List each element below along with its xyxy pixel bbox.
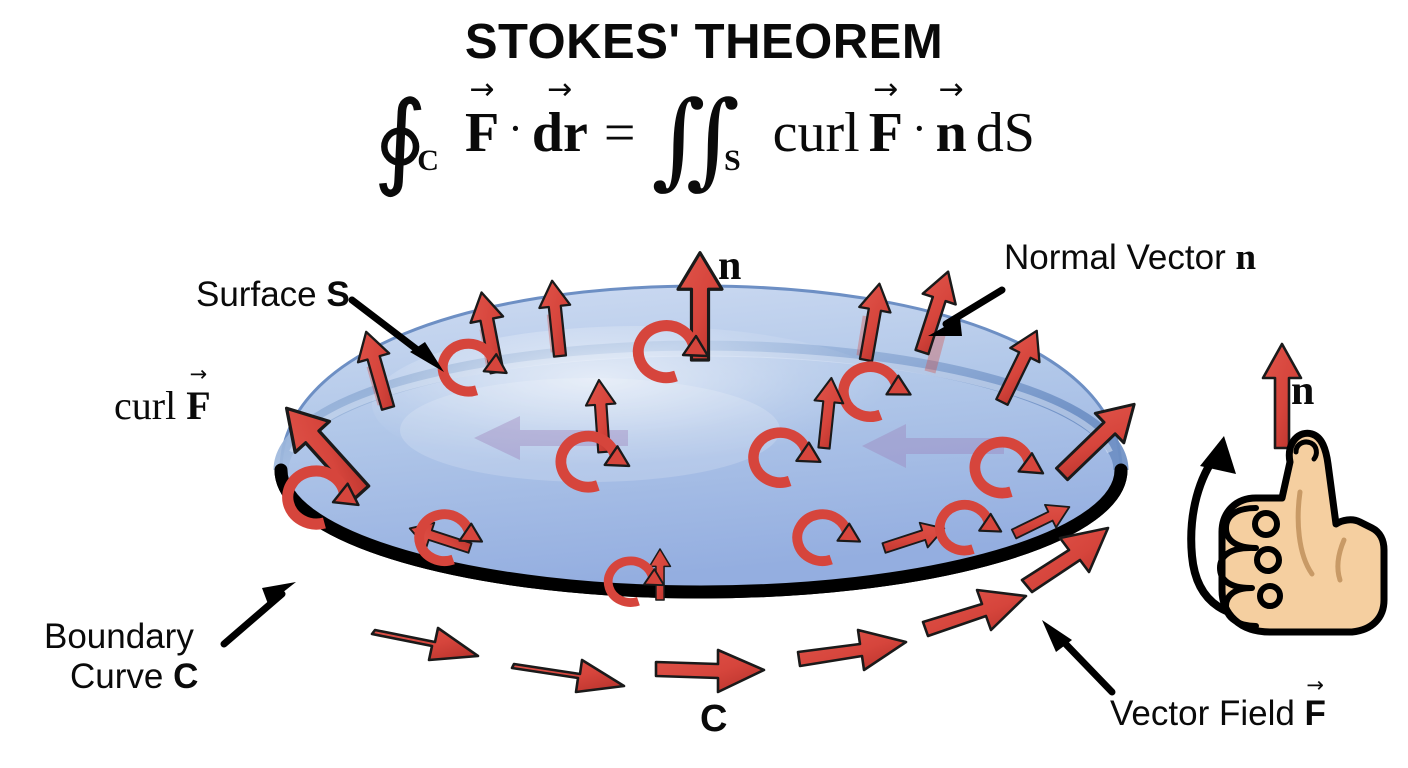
label-normal-vector: Normal Vector n <box>1004 237 1257 278</box>
hand-thumbnail <box>1293 439 1319 462</box>
boundary-pointer-head-icon <box>262 582 296 604</box>
hand-palm-crease <box>1335 537 1347 583</box>
contour-integral-symbol: ∮ <box>373 78 428 200</box>
hand-finger <box>1216 545 1253 591</box>
label-surface-s: Surface S <box>196 275 350 314</box>
boundary-curve-symbol: C <box>173 656 199 696</box>
hand-knuckle <box>1257 583 1283 609</box>
equals-sign: = <box>603 102 636 165</box>
normal-pointer-shaft <box>942 286 1006 328</box>
field-arrow <box>370 626 480 662</box>
normal-vector-symbol: n <box>1235 237 1257 278</box>
field-arrow <box>1020 526 1110 594</box>
label-curl-f: curl →F <box>114 362 211 429</box>
label-normal-hand: n <box>1291 368 1315 414</box>
field-arrow <box>654 648 766 694</box>
hand-knuckle <box>1252 510 1280 538</box>
field-arrow <box>510 658 626 694</box>
boundary-pointer-shaft <box>220 590 286 648</box>
field-arrow <box>796 628 908 672</box>
double-integral-symbol: ∬ <box>651 78 739 200</box>
label-normal-top: n <box>718 243 742 289</box>
boundary-curve-front <box>274 463 1128 599</box>
rhs-vector-field: →F <box>868 72 903 165</box>
vectorfield-pointer-head-icon <box>1042 620 1072 652</box>
double-integral-subscript: S <box>723 144 741 178</box>
label-vector-field: Vector Field →F <box>1110 673 1326 734</box>
rhs-normal-vector: →n <box>935 72 967 165</box>
vector-arrow-accent-icon: → <box>189 362 208 386</box>
hand-knuckle <box>1254 546 1282 574</box>
vector-field-symbol: →F <box>1304 673 1326 734</box>
vector-arrow-accent-icon: → <box>469 72 495 108</box>
curl-operator-word: curl <box>772 102 860 165</box>
surface-sheen <box>372 326 908 482</box>
curl-field-symbol: →F <box>186 362 211 429</box>
boundary-curve-line2: Curve C <box>70 656 199 696</box>
dot-product-operator-rhs: · <box>911 103 927 153</box>
label-pointer-arrows <box>220 286 1116 696</box>
hand-normal-arrow <box>1261 342 1303 450</box>
surface-symbol: S <box>326 275 350 314</box>
surface-pointer-shaft <box>348 296 432 362</box>
dot-product-operator-lhs: · <box>508 103 523 153</box>
vector-arrow-accent-icon: → <box>938 72 964 108</box>
normal-pointer-head-icon <box>928 318 962 336</box>
vector-arrow-accent-icon: → <box>547 72 573 108</box>
boundary-field-arrows <box>370 526 1110 694</box>
hand-palm-crease <box>1295 489 1315 577</box>
lhs-differential: →dr <box>531 72 588 165</box>
lhs-vector-field: →F <box>464 72 500 165</box>
hand-finger <box>1222 585 1259 629</box>
page-title: STOKES' THEOREM <box>464 15 944 69</box>
area-element: dS <box>975 102 1035 165</box>
surface-pointer-head-icon <box>410 342 444 372</box>
right-hand-rule <box>1187 342 1388 636</box>
vector-arrow-accent-icon: → <box>1306 673 1325 697</box>
hand-curl-arrow-head-icon <box>1200 436 1236 474</box>
field-arrow <box>921 588 1028 638</box>
label-curve-c: C <box>700 698 728 740</box>
hand-palm <box>1218 429 1388 636</box>
vector-arrow-accent-icon: → <box>873 72 899 108</box>
contour-integral-subscript: C <box>417 144 439 178</box>
internal-flow-arrows <box>474 416 1004 468</box>
